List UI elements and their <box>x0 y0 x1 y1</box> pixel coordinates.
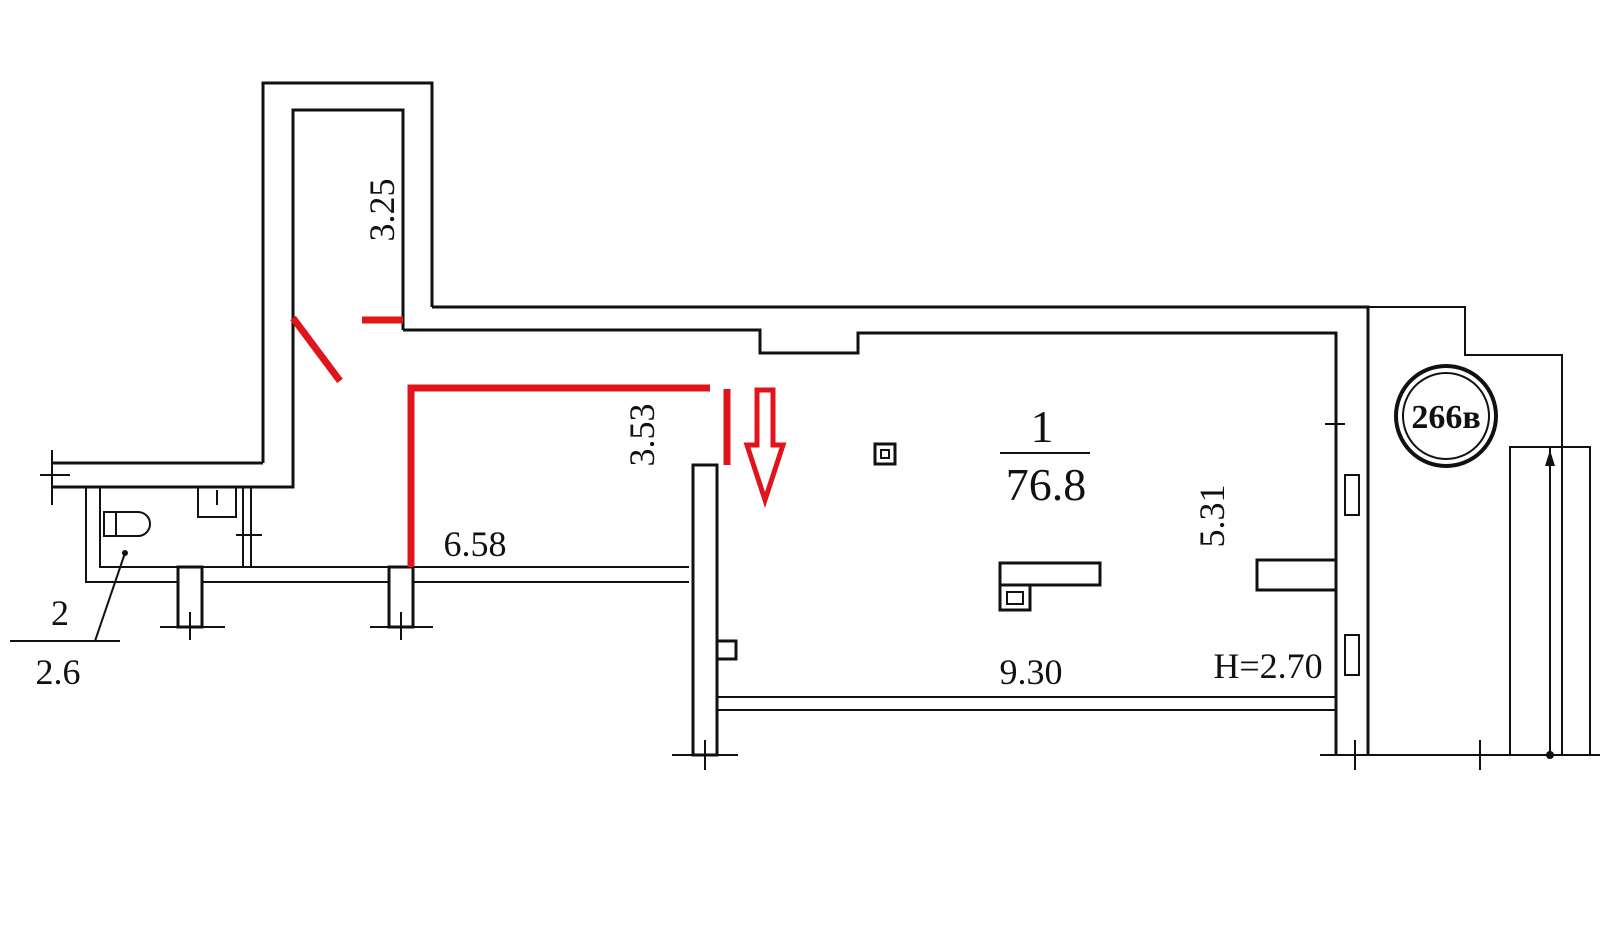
dimension-corridor-length: 3.25 <box>362 179 402 242</box>
room-1-label: 1 76.8 <box>1000 401 1090 510</box>
main-room-walls <box>672 380 1385 770</box>
room-2-area: 2.6 <box>36 652 81 692</box>
room-1-area: 76.8 <box>1006 459 1087 510</box>
adjacent-building <box>1368 306 1600 770</box>
dimension-main-room-height: 5.31 <box>1192 485 1232 548</box>
building-badge: 266в <box>1394 364 1498 468</box>
room-2-number: 2 <box>51 593 69 633</box>
top-wall <box>403 305 1370 380</box>
left-wing <box>40 450 689 640</box>
dimension-corridor-width: 3.53 <box>622 404 662 467</box>
vertical-corridor <box>261 81 434 463</box>
building-number: 266в <box>1411 399 1480 436</box>
column-icon <box>873 442 897 466</box>
dimension-left-wing-length: 6.58 <box>444 524 507 564</box>
entrance-arrow-icon <box>743 387 787 509</box>
toilet-icon <box>103 486 237 537</box>
dimension-ceiling-height: H=2.70 <box>1213 646 1322 686</box>
room-1-number: 1 <box>1031 401 1054 452</box>
redesign-markings <box>290 315 731 567</box>
room-2-label: 2 2.6 <box>10 550 128 692</box>
dimension-main-room-length: 9.30 <box>1000 652 1063 692</box>
